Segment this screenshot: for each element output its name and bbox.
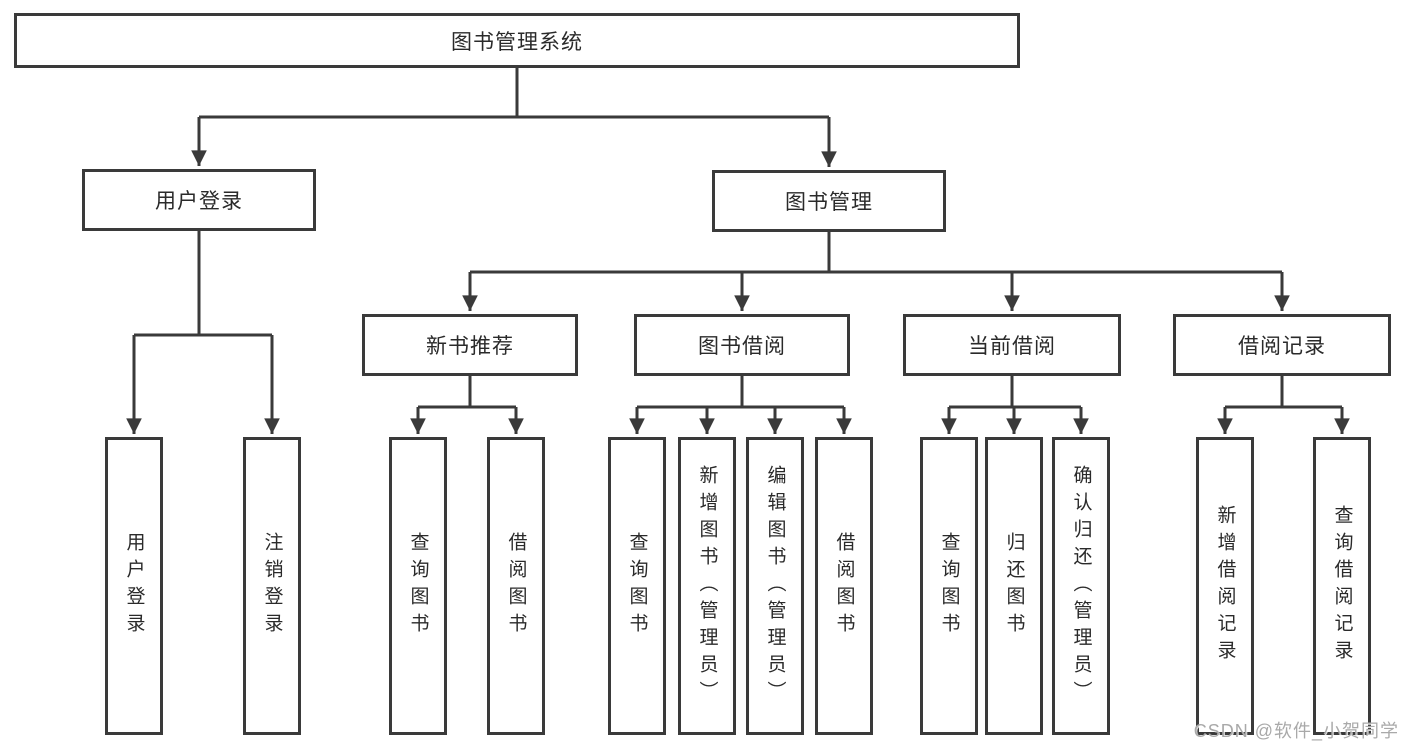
watermark-text: CSDN @软件_小贺同学: [1193, 721, 1399, 741]
node-user-login: 用户登录: [82, 169, 316, 231]
node-label: 归还图书: [1003, 532, 1025, 640]
node-leaf-add-books: 新增图书（管理员）: [678, 437, 736, 735]
node-book-management: 图书管理: [712, 170, 946, 232]
node-label: 编辑图书（管理员）: [764, 464, 786, 708]
node-label: 图书管理: [785, 191, 873, 214]
node-label: 借阅图书: [833, 532, 855, 640]
node-leaf-query-books-3: 查询图书: [920, 437, 978, 735]
node-leaf-edit-books: 编辑图书（管理员）: [746, 437, 804, 735]
node-leaf-logout: 注销登录: [243, 437, 301, 735]
node-borrowing-records: 借阅记录: [1173, 314, 1391, 376]
node-label: 查询图书: [938, 532, 960, 640]
node-label: 查询图书: [626, 532, 648, 640]
node-new-book-recommend: 新书推荐: [362, 314, 578, 376]
node-label: 查询借阅记录: [1331, 505, 1353, 667]
connector-group: [126, 68, 1350, 434]
node-leaf-return-books: 归还图书: [985, 437, 1043, 735]
node-book-borrowing: 图书借阅: [634, 314, 850, 376]
node-label: 用户登录: [123, 532, 145, 640]
node-label: 新书推荐: [426, 335, 514, 358]
node-label: 图书管理系统: [451, 30, 583, 54]
node-label: 注销登录: [261, 532, 283, 640]
node-label: 图书借阅: [698, 335, 786, 358]
node-label: 用户登录: [155, 190, 243, 213]
node-leaf-query-books-1: 查询图书: [389, 437, 447, 735]
node-root: 图书管理系统: [14, 13, 1020, 68]
node-label: 确认归还（管理员）: [1070, 464, 1092, 708]
node-leaf-borrow-books-2: 借阅图书: [815, 437, 873, 735]
node-label: 新增借阅记录: [1214, 505, 1236, 667]
node-current-borrowing: 当前借阅: [903, 314, 1121, 376]
node-label: 借阅记录: [1238, 335, 1326, 358]
node-label: 查询图书: [407, 532, 429, 640]
node-leaf-confirm-return: 确认归还（管理员）: [1052, 437, 1110, 735]
node-leaf-query-books-2: 查询图书: [608, 437, 666, 735]
node-label: 当前借阅: [968, 335, 1056, 358]
node-leaf-borrow-books-1: 借阅图书: [487, 437, 545, 735]
node-leaf-add-record: 新增借阅记录: [1196, 437, 1254, 735]
node-leaf-user-login: 用户登录: [105, 437, 163, 735]
node-label: 借阅图书: [505, 532, 527, 640]
node-label: 新增图书（管理员）: [696, 464, 718, 708]
node-leaf-query-record: 查询借阅记录: [1313, 437, 1371, 735]
